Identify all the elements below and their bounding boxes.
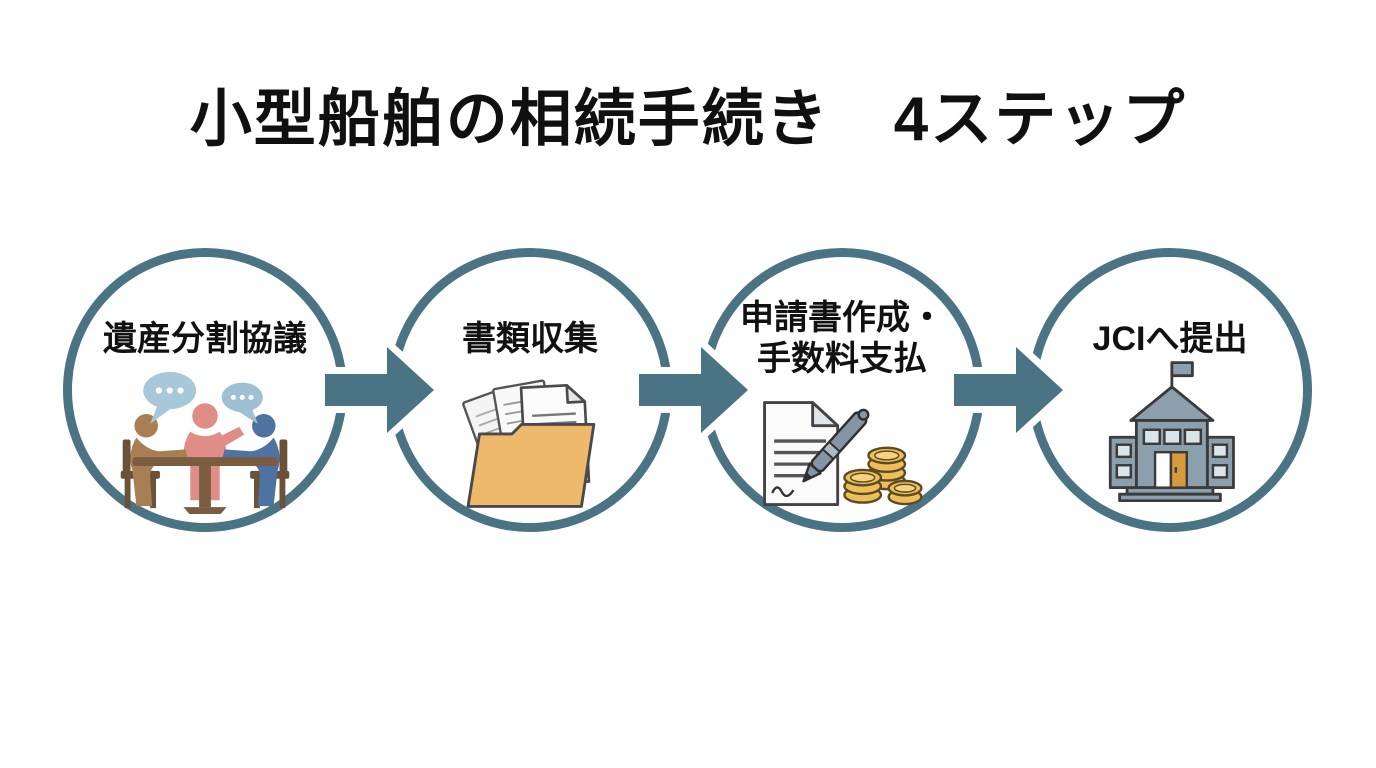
application-document xyxy=(763,401,840,506)
speech-bubble-right xyxy=(221,382,263,424)
step-4-circle: JCIへ提出 xyxy=(1028,248,1312,532)
step-1-label-line1: 遺産分割協議 xyxy=(103,319,307,358)
page-title: 小型船舶の相続手続き 4ステップ xyxy=(189,85,1187,154)
step-2-circle: 書類収集 xyxy=(388,248,672,532)
step-1-label: 遺産分割協議 xyxy=(52,295,358,383)
coin-stack-left xyxy=(843,468,883,504)
roof xyxy=(1129,385,1215,422)
jci-building-icon xyxy=(1108,361,1235,502)
step-4-label-line1: JCIへ提出 xyxy=(1092,319,1248,358)
arrow-right-icon xyxy=(637,344,751,436)
coin-stack-right xyxy=(887,479,923,506)
application-payment-icon xyxy=(763,401,923,506)
step-3-label: 申請書作成・手数料支払 xyxy=(689,295,995,383)
step-1-circle: 遺産分割協議 xyxy=(63,248,347,532)
family-meeting-icon xyxy=(120,371,290,514)
table xyxy=(132,457,278,514)
door xyxy=(1153,450,1189,489)
pen xyxy=(802,408,870,483)
windows xyxy=(1115,428,1229,479)
person-right xyxy=(222,414,280,507)
step-3-label-line2: 手数料支払 xyxy=(757,340,927,378)
arrow-right-icon xyxy=(952,344,1066,436)
folder-front xyxy=(466,423,596,508)
step-4-label: JCIへ提出 xyxy=(1017,295,1323,383)
step-2-label-line1: 書類収集 xyxy=(462,319,598,358)
flag xyxy=(1170,361,1194,378)
step-2-label: 書類収集 xyxy=(377,295,683,383)
step-3-label-line1: 申請書作成・ xyxy=(740,299,944,337)
documents-folder-icon xyxy=(462,379,596,508)
speech-bubble-left xyxy=(143,371,197,424)
signature-squiggle xyxy=(771,486,795,498)
step-lower xyxy=(1118,492,1222,502)
arrow-right-icon xyxy=(323,344,437,436)
